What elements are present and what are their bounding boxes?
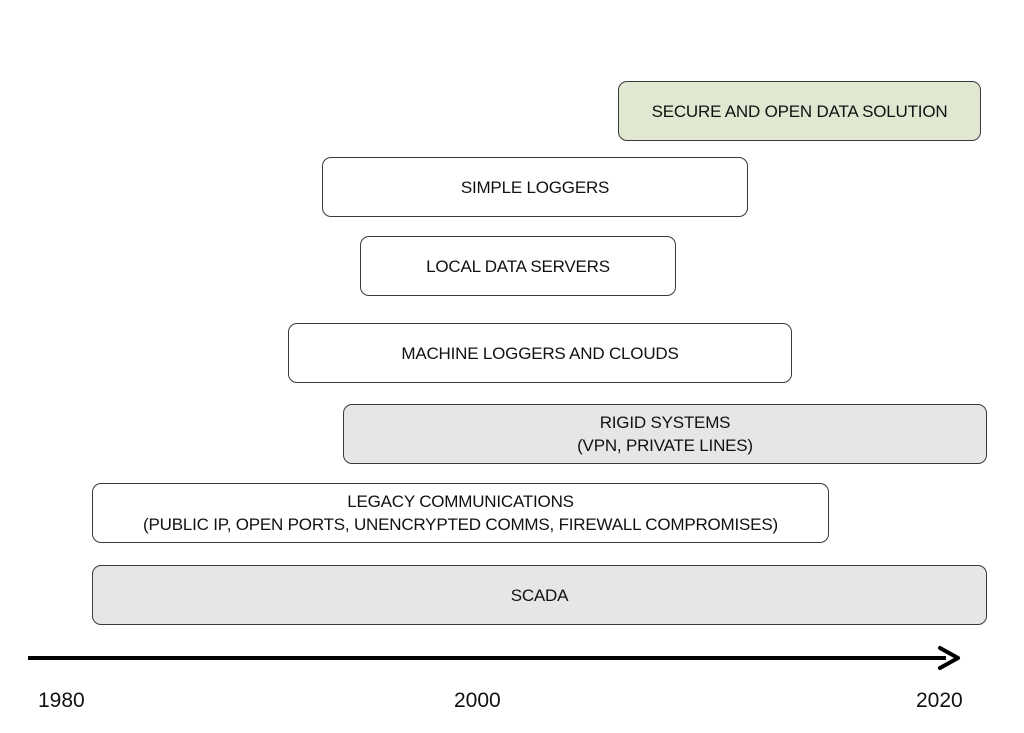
bar-local-data-servers: LOCAL DATA SERVERS xyxy=(360,236,676,296)
timeline-axis xyxy=(28,646,960,670)
arrow-right-icon xyxy=(938,646,960,670)
bar-label: MACHINE LOGGERS AND CLOUDS xyxy=(401,343,679,363)
bar-simple-loggers: SIMPLE LOGGERS xyxy=(322,157,748,217)
bar-label: SECURE AND OPEN DATA SOLUTION xyxy=(651,101,948,121)
bar-scada: SCADA xyxy=(92,565,987,625)
bar-label: LEGACY COMMUNICATIONS xyxy=(347,492,574,511)
bar-sublabel: (PUBLIC IP, OPEN PORTS, UNENCRYPTED COMM… xyxy=(143,515,778,534)
timeline-tick-2020: 2020 xyxy=(916,689,963,712)
bar-legacy-communications: LEGACY COMMUNICATIONS (PUBLIC IP, OPEN P… xyxy=(92,483,829,543)
timeline-tick-1980: 1980 xyxy=(38,689,85,712)
bar-secure-open-data-solution: SECURE AND OPEN DATA SOLUTION xyxy=(618,81,981,141)
bar-label: SCADA xyxy=(510,585,569,605)
bar-label: RIGID SYSTEMS xyxy=(599,413,731,432)
timeline-tick-2000: 2000 xyxy=(454,689,501,712)
bar-sublabel: (VPN, PRIVATE LINES) xyxy=(577,436,753,455)
bar-label: LOCAL DATA SERVERS xyxy=(426,256,610,276)
bar-rigid-systems: RIGID SYSTEMS (VPN, PRIVATE LINES) xyxy=(343,404,987,464)
bar-machine-loggers-and-clouds: MACHINE LOGGERS AND CLOUDS xyxy=(288,323,792,383)
bar-label: SIMPLE LOGGERS xyxy=(460,177,610,197)
